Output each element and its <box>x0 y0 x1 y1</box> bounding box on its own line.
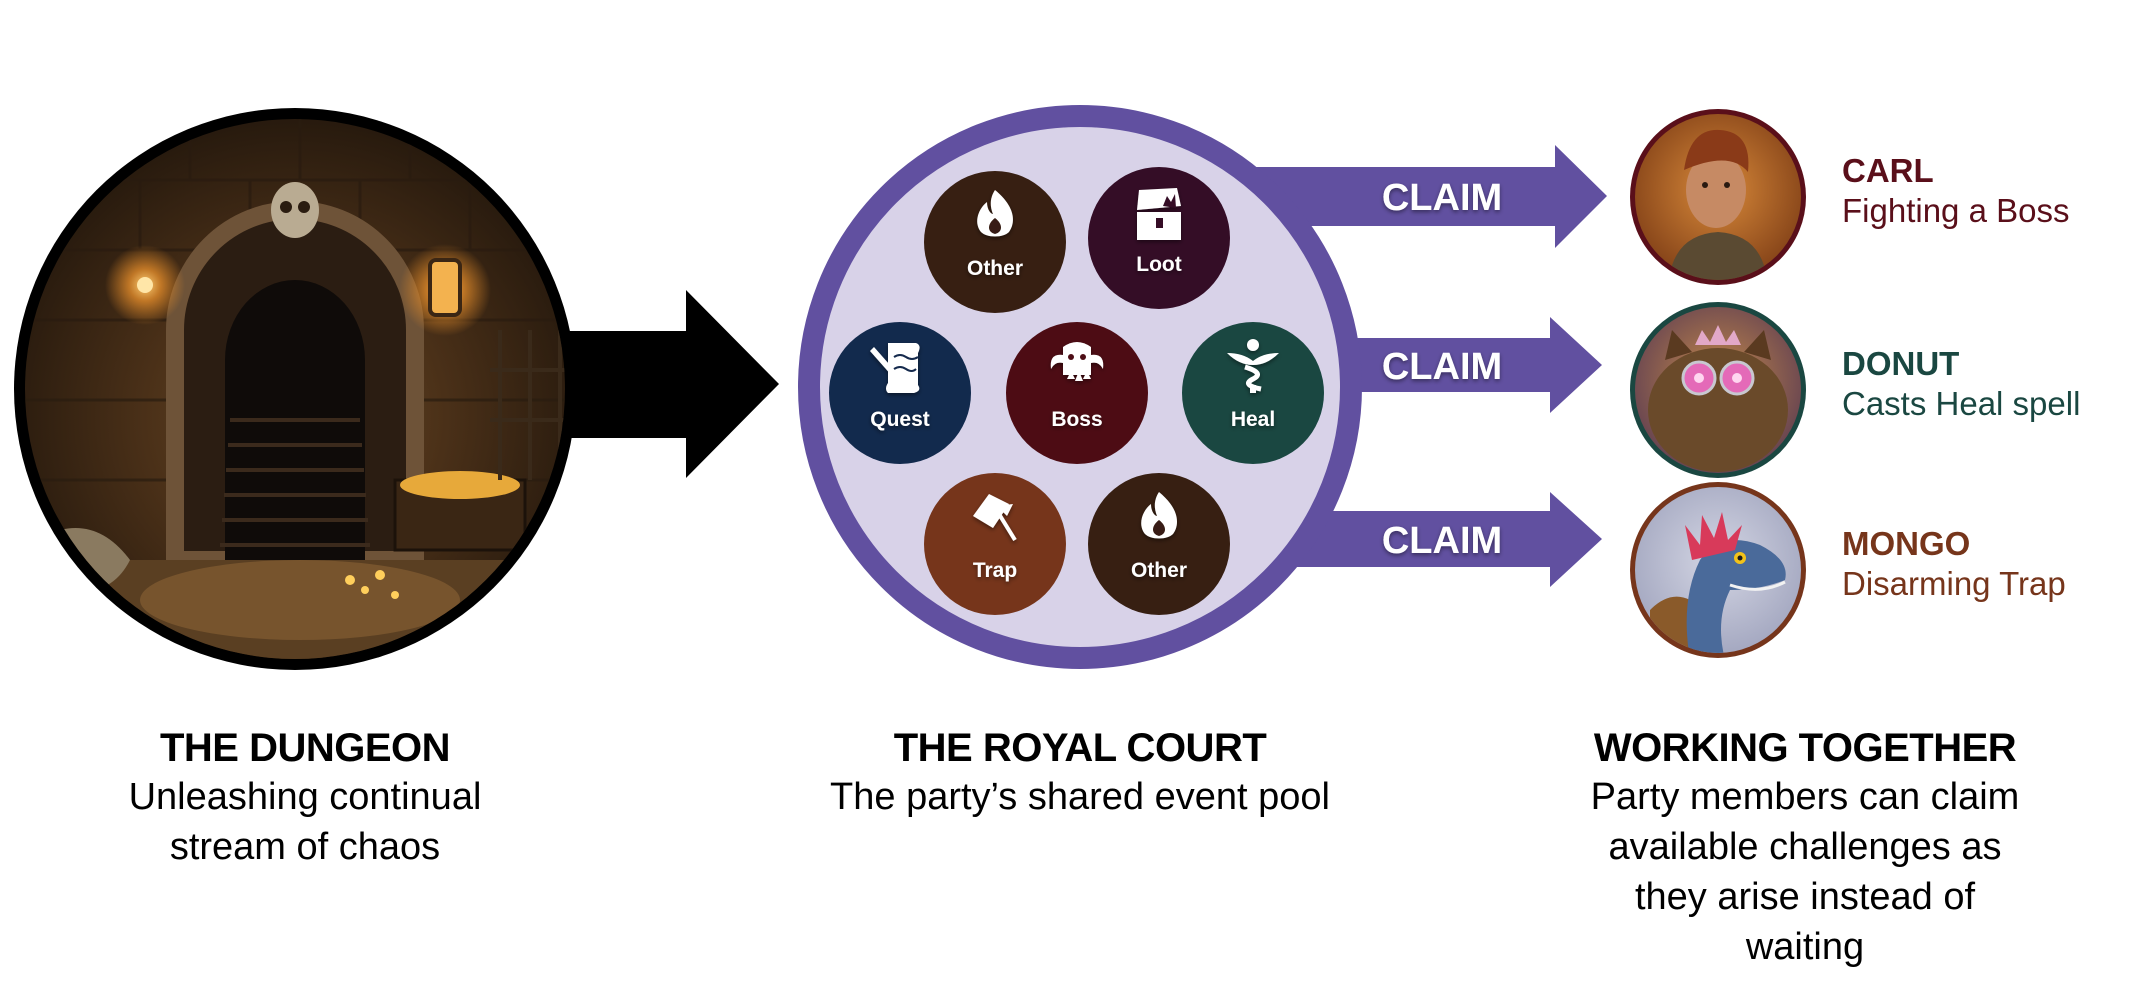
member-action: Casts Heal spell <box>1842 385 2081 422</box>
fire-icon <box>1141 492 1178 539</box>
claim-label: CLAIM <box>1382 520 1502 562</box>
event-label: Quest <box>870 408 930 431</box>
party-desc-line: Party members can claim <box>1590 776 2020 818</box>
raptor-portrait <box>1635 487 1801 653</box>
court-caption: THE ROYAL COURT The party’s shared event… <box>780 724 1380 822</box>
fire-icon <box>977 190 1014 237</box>
court-desc-line: The party’s shared event pool <box>830 776 1330 818</box>
event-quest[interactable]: Quest <box>829 322 971 464</box>
event-label: Loot <box>1136 253 1181 276</box>
member-name: DONUT <box>1842 345 1960 382</box>
event-label: Other <box>1131 559 1187 582</box>
dungeon-caption: THE DUNGEON Unleashing continual stream … <box>55 724 555 872</box>
claim-label: CLAIM <box>1382 177 1502 219</box>
member-donut: DONUT Casts Heal spell <box>1842 345 2080 425</box>
dungeon-desc-line: Unleashing continual <box>128 776 482 818</box>
claim-label: CLAIM <box>1382 346 1502 388</box>
trap-icon <box>973 494 1017 542</box>
event-other[interactable]: Other <box>924 171 1066 313</box>
party-caption: WORKING TOGETHER Party members can claim… <box>1535 724 2075 972</box>
event-loot[interactable]: Loot <box>1088 167 1230 309</box>
event-boss[interactable]: Boss <box>1006 322 1148 464</box>
treasure-chest-icon <box>1137 188 1181 240</box>
event-other[interactable]: Other <box>1088 473 1230 615</box>
event-label: Boss <box>1051 408 1102 431</box>
avatar-donut <box>1630 302 1806 478</box>
party-desc-line: available challenges as <box>1608 826 2002 868</box>
party-desc-line: they arise instead of <box>1634 876 1976 918</box>
event-token <box>924 171 1066 313</box>
dungeon-title: THE DUNGEON <box>159 726 451 770</box>
member-action: Fighting a Boss <box>1842 192 2070 229</box>
event-label: Other <box>967 257 1023 280</box>
event-label: Trap <box>973 559 1017 582</box>
cat-with-tiara-portrait <box>1635 307 1801 473</box>
event-label: Heal <box>1231 408 1275 431</box>
avatar-mongo <box>1630 482 1806 658</box>
party-desc-line: waiting <box>1745 926 1865 968</box>
event-trap[interactable]: Trap <box>924 473 1066 615</box>
event-heal[interactable]: Heal <box>1182 322 1324 464</box>
flow-arrow <box>560 290 779 478</box>
member-mongo: MONGO Disarming Trap <box>1842 525 2066 605</box>
avatar-carl <box>1630 109 1806 285</box>
event-token <box>1006 322 1148 464</box>
caduceus-icon <box>1227 339 1279 393</box>
human-warrior-portrait <box>1635 114 1801 280</box>
quest-scroll-icon <box>870 343 920 393</box>
monster-skull-icon <box>1050 342 1104 381</box>
dungeon-image <box>14 108 576 670</box>
member-carl: CARL Fighting a Boss <box>1842 152 2069 232</box>
event-token <box>1088 473 1230 615</box>
member-name: MONGO <box>1842 525 1971 562</box>
court-title: THE ROYAL COURT <box>893 726 1267 770</box>
member-action: Disarming Trap <box>1842 565 2066 602</box>
party-title: WORKING TOGETHER <box>1593 726 2017 770</box>
dungeon-desc-line: stream of chaos <box>169 826 441 868</box>
member-name: CARL <box>1842 152 1934 189</box>
event-token <box>924 473 1066 615</box>
